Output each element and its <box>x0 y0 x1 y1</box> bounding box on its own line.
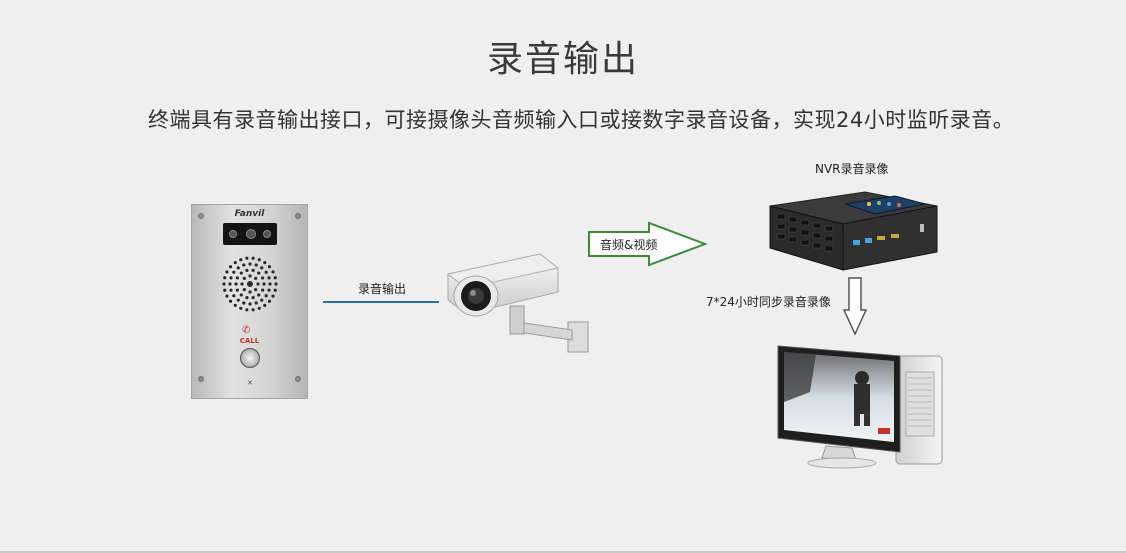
grille-hole <box>239 306 243 310</box>
grille-hole <box>228 299 233 303</box>
grille-hole <box>273 288 277 292</box>
grille-hole <box>261 276 265 280</box>
grille-hole <box>235 276 239 280</box>
grille-hole <box>262 282 266 286</box>
page-description: 终端具有录音输出接口，可接摄像头音频输入口或接数字录音设备，实现24小时监听录音… <box>148 108 1015 132</box>
brand-logo: Fanvil <box>234 209 265 219</box>
sync-label: 7*24小时同步录音录像 <box>706 295 831 309</box>
grille-hole <box>236 266 240 270</box>
grille-hole <box>225 270 229 274</box>
grille-hole <box>261 288 265 292</box>
grille-hole <box>239 293 243 297</box>
nvr-label: NVR录音录像 <box>815 162 889 176</box>
grille-hole <box>233 303 237 307</box>
grille-hole <box>242 263 246 267</box>
grille-hole <box>234 282 238 286</box>
grille-hole <box>268 282 272 286</box>
lens-icon <box>246 229 256 239</box>
grille-hole <box>273 276 277 280</box>
grille-hole <box>257 293 261 297</box>
grille-hole <box>228 265 233 269</box>
grille-hole <box>248 262 252 266</box>
grille-hole <box>267 276 271 280</box>
grille-hole <box>267 265 272 269</box>
grille-hole <box>248 290 252 294</box>
grille-hole <box>232 270 236 274</box>
grille-hole <box>260 266 264 270</box>
grille-hole <box>236 298 240 302</box>
grille-hole <box>248 274 252 278</box>
microphone-icon: ✕ <box>247 379 253 387</box>
grille-hole <box>245 256 249 260</box>
grille-hole <box>257 271 261 275</box>
audio-video-arrow <box>588 221 708 267</box>
grille-hole <box>254 263 258 267</box>
grille-hole <box>240 282 244 286</box>
grille-hole <box>235 288 239 292</box>
grille-hole <box>239 258 243 262</box>
grille-hole <box>267 288 271 292</box>
grille-hole <box>229 276 233 280</box>
door-intercom-panel: Fanvil ✆ CALL ✕ <box>191 204 308 399</box>
grille-hole <box>225 294 229 298</box>
screw-icon <box>295 213 301 219</box>
bottom-divider <box>0 551 1126 553</box>
line-label: 录音输出 <box>358 282 407 296</box>
screw-icon <box>295 376 301 382</box>
cctv-camera-icon <box>446 253 589 353</box>
screw-icon <box>198 213 204 219</box>
grille-hole <box>251 268 255 272</box>
grille-hole <box>228 282 232 286</box>
page-title: 录音输出 <box>486 39 639 80</box>
grille-hole <box>248 302 252 306</box>
grille-hole <box>264 294 268 298</box>
screw-icon <box>198 376 204 382</box>
grille-hole <box>245 296 249 300</box>
grille-hole <box>263 261 267 265</box>
nvr-recorder-icon <box>769 191 938 271</box>
grille-hole <box>263 303 267 307</box>
grille-hole <box>223 288 227 292</box>
grille-hole <box>242 288 246 292</box>
grille-hole <box>267 299 272 303</box>
grille-hole <box>233 261 237 265</box>
grille-hole <box>257 306 261 310</box>
grille-hole <box>245 268 249 272</box>
call-button[interactable] <box>240 348 260 368</box>
sensor-icon <box>263 230 271 238</box>
computer-monitor-icon <box>777 345 943 469</box>
grille-hole <box>229 288 233 292</box>
grille-hole <box>271 294 275 298</box>
grille-hole <box>239 271 243 275</box>
grille-hole <box>245 308 249 312</box>
grille-hole <box>256 282 260 286</box>
grille-hole <box>264 270 268 274</box>
grille-hole <box>260 298 264 302</box>
grille-hole <box>223 276 227 280</box>
grille-hole <box>242 276 246 280</box>
phone-icon: ✆ <box>242 325 251 336</box>
grille-hole <box>254 288 258 292</box>
grille-hole <box>271 270 275 274</box>
grille-hole <box>254 276 258 280</box>
grille-hole <box>232 294 236 298</box>
grille-hole <box>251 296 255 300</box>
down-arrow-icon <box>842 277 868 336</box>
connection-line <box>323 301 439 303</box>
call-label: CALL <box>239 337 260 345</box>
arrow-label: 音频&视频 <box>600 238 658 252</box>
grille-hole <box>251 256 255 260</box>
camera-window <box>223 223 277 245</box>
grille-hole <box>251 308 255 312</box>
grille-hole <box>254 301 258 305</box>
speaker-grille-icon <box>222 256 278 312</box>
grille-hole <box>274 282 278 286</box>
grille-hole <box>257 258 261 262</box>
grille-hole <box>222 282 226 286</box>
grille-hole <box>242 301 246 305</box>
sensor-icon <box>229 230 237 238</box>
